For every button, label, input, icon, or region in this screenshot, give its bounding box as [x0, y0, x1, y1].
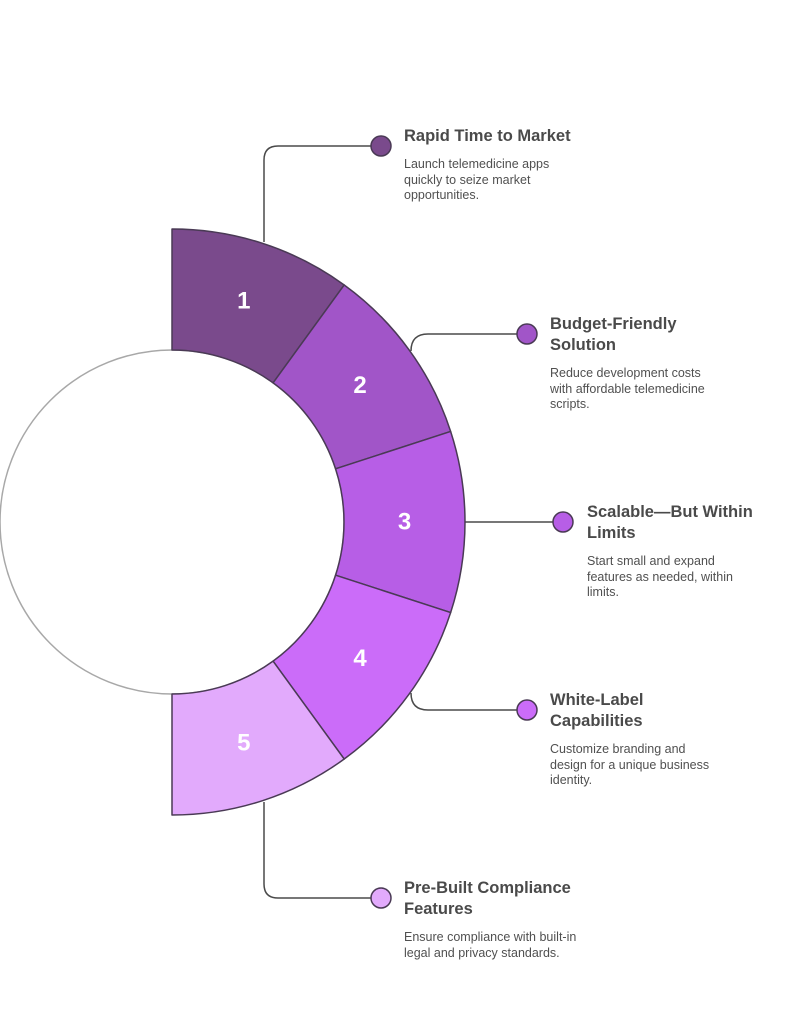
item-2-description: Reduce development costs with affordable… — [550, 366, 705, 411]
marker-dot-4 — [516, 699, 538, 721]
marker-dot-5 — [370, 887, 392, 909]
item-1-title: Rapid Time to Market — [404, 127, 571, 145]
item-5-text: Pre-Built Compliance Features Ensure com… — [404, 878, 614, 961]
segment-4-number: 4 — [353, 645, 367, 672]
segment-5-number: 5 — [237, 730, 250, 757]
item-2-title: Budget-Friendly Solution — [550, 315, 677, 354]
marker-dot-3 — [552, 511, 574, 533]
item-4-description: Customize branding and design for a uniq… — [550, 742, 710, 787]
item-2-text: Budget-Friendly Solution Reduce developm… — [550, 314, 760, 413]
marker-dot-1 — [370, 135, 392, 157]
item-4-title: White-Label Capabilities — [550, 691, 644, 730]
connector-5 — [263, 802, 381, 899]
connector-2 — [410, 333, 527, 352]
segment-2-number: 2 — [353, 372, 366, 399]
item-1-description: Launch telemedicine apps quickly to seiz… — [404, 157, 550, 202]
segment-5 — [171, 660, 345, 816]
segment-1-number: 1 — [237, 287, 250, 314]
item-1-text: Rapid Time to Market Launch telemedicine… — [404, 126, 614, 204]
item-3-text: Scalable—But Within Limits Start small a… — [587, 502, 797, 601]
segments: 1 2 3 4 5 — [171, 228, 466, 816]
item-5-description: Ensure compliance with built-in legal an… — [404, 930, 577, 960]
connectors — [263, 145, 563, 899]
inner-circle — [0, 349, 345, 695]
connector-1 — [263, 145, 381, 242]
item-5-title: Pre-Built Compliance Features — [404, 879, 571, 918]
dots — [370, 135, 574, 909]
item-3-description: Start small and expand features as neede… — [587, 554, 733, 599]
segment-3-number: 3 — [398, 509, 411, 536]
connector-4 — [410, 692, 527, 711]
marker-dot-2 — [516, 323, 538, 345]
item-4-text: White-Label Capabilities Customize brand… — [550, 690, 760, 789]
item-3-title: Scalable—But Within Limits — [587, 503, 753, 542]
